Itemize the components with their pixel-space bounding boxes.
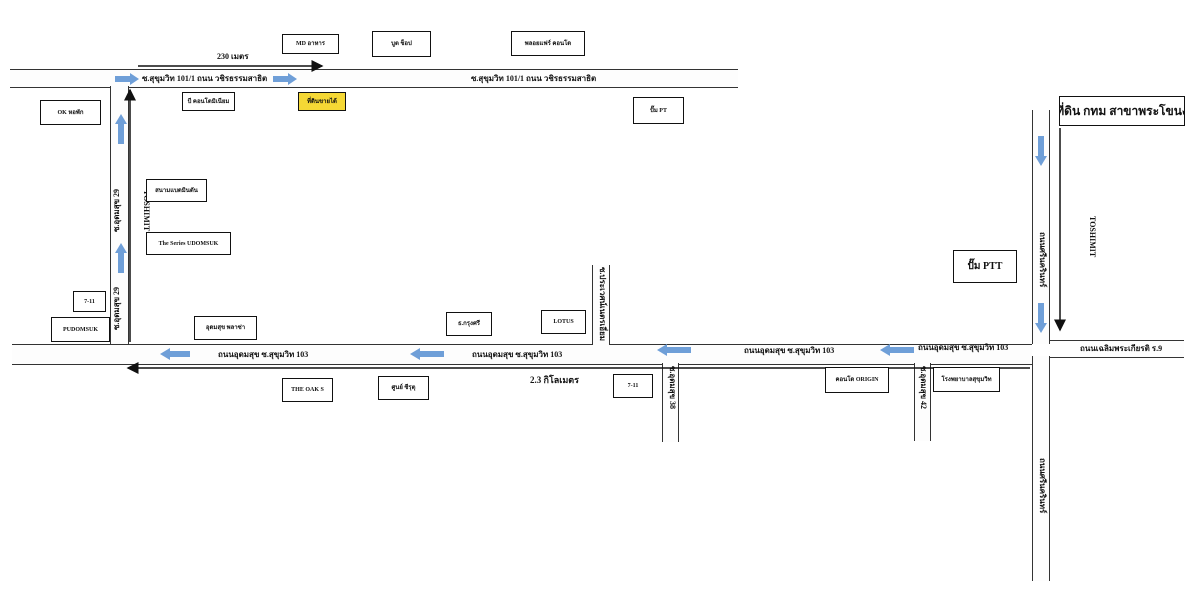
left-soi-label-lower: ซ.อุดมสุข 29 <box>112 286 121 330</box>
road-soi-udomsuk-29 <box>110 86 129 344</box>
landmark-bangkok-bank: ที่ดิน กทม สาขาพระโขนง <box>1059 96 1185 126</box>
distance-230m-label: 230 เมตร <box>217 52 249 61</box>
landmark-school: สนามแบดมินตัน <box>146 179 207 202</box>
landmark-origin: คอนโด ORIGIN <box>825 367 889 393</box>
landmark-lotus: LOTUS <box>541 310 586 334</box>
blue-arrow-down-2 <box>1035 303 1047 333</box>
blue-arrow-right-1 <box>115 73 139 85</box>
road-chaloem-phrakiat <box>1050 340 1184 358</box>
right-vertical-lower-label: ถนนศรีนครินทร์ <box>1038 458 1047 514</box>
road-udomsuk-sukhumvit-103 <box>12 344 1032 365</box>
landmark-target-yellow: ที่ดินขายได้ <box>298 92 346 111</box>
landmark-hospital: โรงพยาบาลสุขุมวิท <box>933 367 1000 392</box>
landmark-shop-center: ศูนย์ ซีรุตุ <box>378 376 429 400</box>
landmark-oak: THE OAK S <box>282 378 333 402</box>
road-srinakarin-upper <box>1032 110 1050 344</box>
landmark-boot: บูต ช็อป <box>372 31 431 57</box>
landmark-ok: OK หอพัก <box>40 100 101 125</box>
right-road-label: ถนนเฉลิมพระเกียรติ ร.9 <box>1080 344 1163 353</box>
bottom-road-label-2: ถนนอุดมสุข ซ.สุขุมวิท 103 <box>472 350 563 359</box>
landmark-series: The Series UDOMSUK <box>146 232 231 255</box>
landmark-seven-mid: 7-11 <box>613 374 653 398</box>
blue-arrow-left-4 <box>880 344 914 356</box>
mid-soi-label: ซ.ประเวศน์เนตรเอี่ยม <box>598 267 607 342</box>
soi-udomsuk-38-label: ซ.อุดมสุข 38 <box>668 366 677 410</box>
blue-arrow-up-1 <box>115 114 127 144</box>
blue-arrow-up-2 <box>115 243 127 273</box>
landmark-pt: ปั๊ม PT <box>633 97 684 124</box>
landmark-seven-left: 7-11 <box>73 291 106 312</box>
right-vertical-upper-label: ถนนศรีนครินทร์ <box>1038 232 1047 288</box>
landmark-bee-condo: บี คอนโดมิเนียม <box>182 92 235 111</box>
bottom-road-label-4: ถนนอุดมสุข ซ.สุขุมวิท 103 <box>918 343 1009 352</box>
landmark-md: MD อาหาร <box>282 34 339 54</box>
top-road-label-1: ซ.สุขุมวิท 101/1 ถนน วชิรธรรมสาธิต <box>142 74 268 83</box>
road-soi-udomsuk-42 <box>914 363 931 441</box>
soi-udomsuk-42-label: ซ.อุดมสุข 42 <box>919 366 928 410</box>
blue-arrow-left-2 <box>410 348 444 360</box>
blue-arrow-down-1 <box>1035 136 1047 166</box>
bottom-road-label-3: ถนนอุดมสุข ซ.สุขุมวิท 103 <box>744 346 835 355</box>
blue-arrow-left-3 <box>657 344 691 356</box>
distance-2-3km-label: 2.3 กิโลเมตร <box>530 375 579 385</box>
landmark-udom-park: อุดมสุข พลาซ่า <box>194 316 257 340</box>
road-soi-prawet <box>592 265 610 345</box>
road-srinakarin-lower <box>1032 356 1050 581</box>
blue-arrow-right-2 <box>273 73 297 85</box>
left-soi-label-upper: ซ.อุดมสุข 29 <box>112 188 121 232</box>
landmark-studio: PUDOMSUK <box>51 317 110 342</box>
landmark-krungsri: ธ.กรุงศรี <box>446 312 492 336</box>
blue-arrow-left-1 <box>160 348 190 360</box>
top-road-label-2: ซ.สุขุมวิท 101/1 ถนน วชิรธรรมสาธิต <box>471 74 597 83</box>
landmark-ptt: ปั๊ม PTT <box>953 250 1017 283</box>
bottom-road-label-1: ถนนอุดมสุข ซ.สุขุมวิท 103 <box>218 350 309 359</box>
right-side-note: TOSHIMIT <box>1088 216 1097 258</box>
landmark-plaza: พลอยแฟร์ คอนโด <box>511 31 585 56</box>
road-sukhumvit-101-1 <box>10 69 738 88</box>
road-soi-udomsuk-38 <box>662 363 679 442</box>
